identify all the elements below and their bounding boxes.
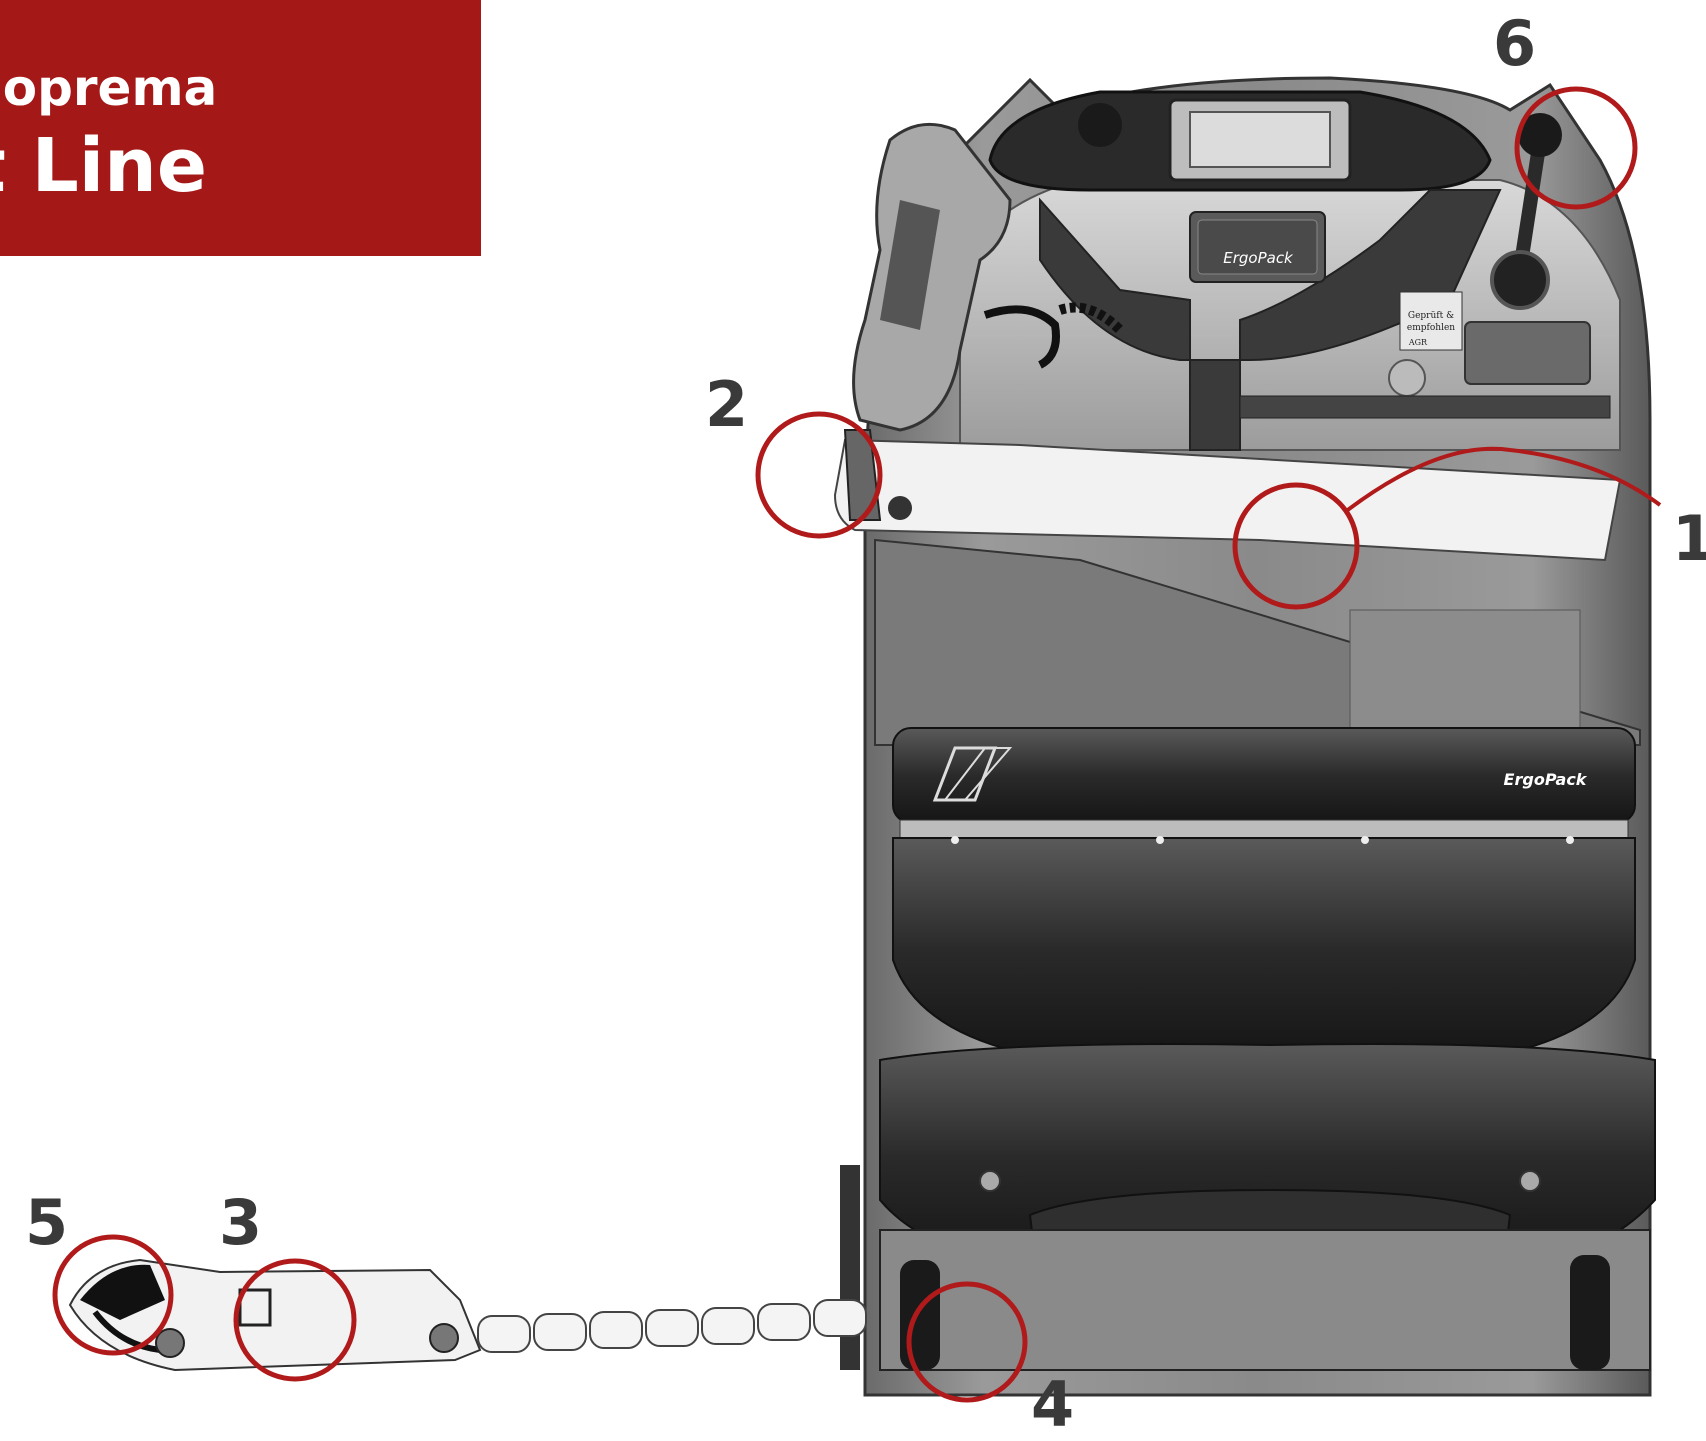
side-plate	[1349, 609, 1581, 731]
callout-number-6: 6	[1493, 7, 1537, 80]
title-line-1: na oprema	[0, 59, 218, 117]
callout-circle-2	[755, 411, 883, 539]
callout-circle-5	[52, 1234, 174, 1356]
cert-sticker-line-2: empfohlen	[1407, 323, 1455, 333]
strap-guide-arm	[833, 429, 1622, 562]
strapping-tool	[852, 122, 1124, 432]
battery-housing: ErgoPack	[892, 727, 1636, 1061]
callout-circle-1	[1232, 482, 1360, 610]
strap-lance	[68, 1258, 867, 1372]
callout-number-2: 2	[705, 368, 749, 441]
title-banner: na oprema rt Line	[0, 0, 481, 256]
callout-number-4: 4	[1031, 1368, 1075, 1441]
machine-base	[840, 1043, 1656, 1371]
cert-sticker-line-3: AGR	[1408, 338, 1428, 347]
callout-circle-6	[1514, 86, 1638, 210]
cert-sticker-line-1: Geprüft &	[1408, 311, 1454, 321]
callout-number-5: 5	[25, 1186, 69, 1259]
ergopack-logo-top: ErgoPack	[1223, 249, 1294, 267]
callout-number-3: 3	[219, 1186, 263, 1259]
callout-number-1: 1	[1672, 502, 1706, 575]
title-line-2: rt Line	[0, 123, 208, 209]
callout-circle-3	[233, 1258, 357, 1382]
ergopack-logo-bottom: ErgoPack	[1504, 770, 1588, 789]
callout-leader-1	[1343, 446, 1662, 514]
callout-circle-4	[906, 1281, 1028, 1403]
